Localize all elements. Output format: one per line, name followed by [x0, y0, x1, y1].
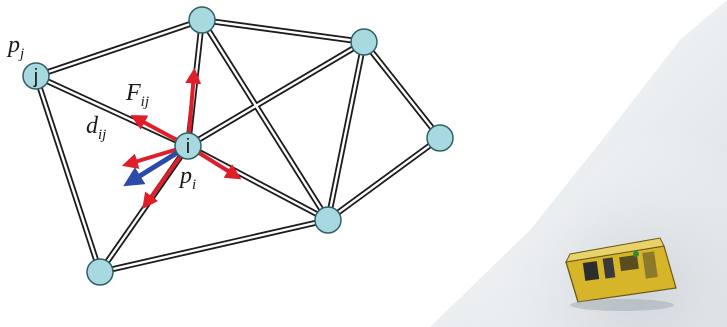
label-p-i: pi [178, 163, 196, 193]
node-j-letter: j [33, 66, 38, 88]
label-p-j: pj [6, 32, 24, 62]
label-F-ij: Fij [125, 80, 149, 110]
node-i-letter: i [186, 136, 190, 158]
node-top-right [351, 29, 377, 55]
label-d-ij: dij [86, 113, 106, 143]
edges [36, 20, 440, 272]
node-bottom-left [87, 259, 113, 285]
node-right [427, 125, 453, 151]
node-top [189, 7, 215, 33]
robot-photo [430, 0, 727, 327]
node-bottom-right [315, 207, 341, 233]
